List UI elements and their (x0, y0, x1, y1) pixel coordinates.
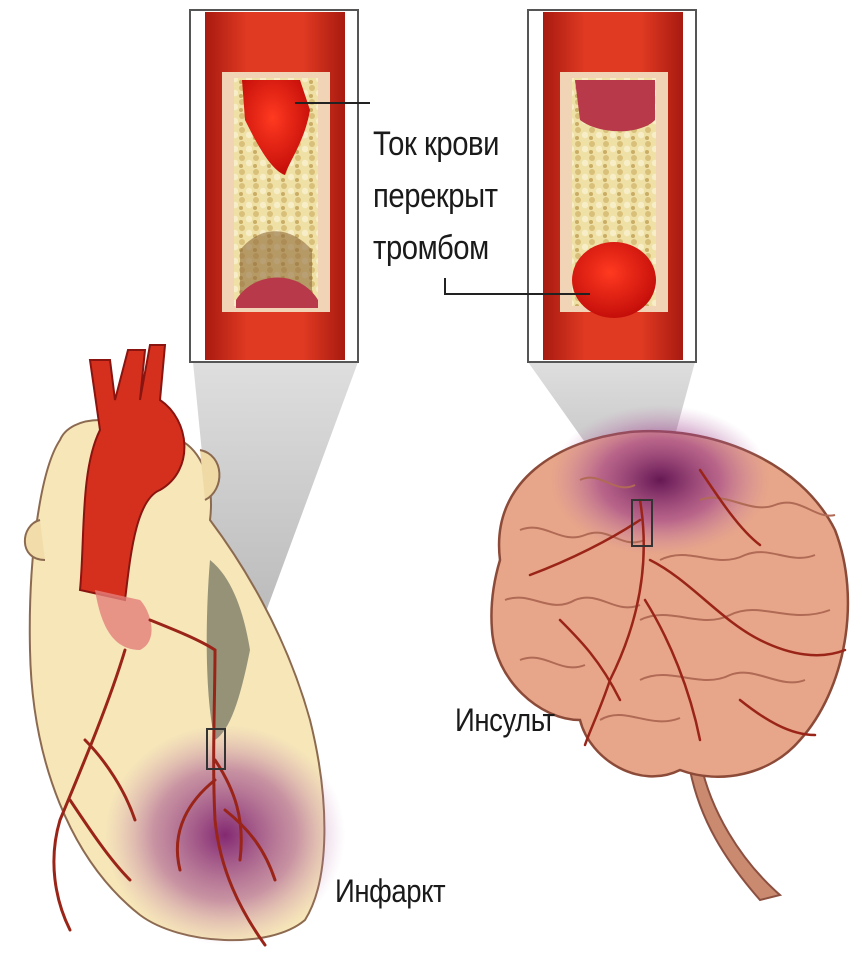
callout-line-3: тромбом (373, 222, 499, 274)
artery-inset-brain (528, 10, 696, 362)
infarct-label: Инфаркт (335, 873, 445, 910)
callout-line-2: перекрыт (373, 170, 499, 222)
blood-clot (572, 242, 656, 318)
callout-text: Ток крови перекрыт тромбом (373, 118, 499, 274)
callout-line-1: Ток крови (373, 118, 499, 170)
stroke-label: Инсульт (455, 702, 555, 739)
artery-inset-heart (190, 10, 358, 362)
brain-illustration (491, 405, 847, 900)
brain-ischemia-zone (550, 405, 770, 555)
